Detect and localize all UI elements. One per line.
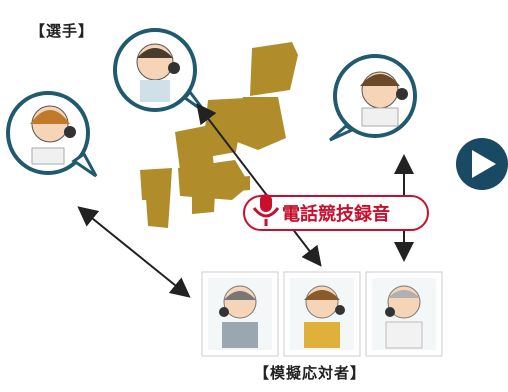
next-button[interactable] [456,138,508,190]
recording-badge: 電話競技録音 [243,194,429,231]
responder-card-3 [365,271,443,357]
mock-responders-label: 【模擬応対者】 [254,364,367,382]
play-icon [472,150,496,178]
contestant-bubble-2 [329,54,418,142]
responder-card-2 [283,271,361,357]
arrow-center-contestant [196,103,322,267]
arrow-left-responder [77,206,191,298]
contestant-bubble-1 [113,28,207,114]
contestant-bubble-3 [6,91,98,178]
contestants-label: 【選手】 [30,22,95,40]
microphone-icon [252,194,280,226]
responder-card-1 [201,271,279,357]
badge-text: 電話競技録音 [282,203,390,225]
